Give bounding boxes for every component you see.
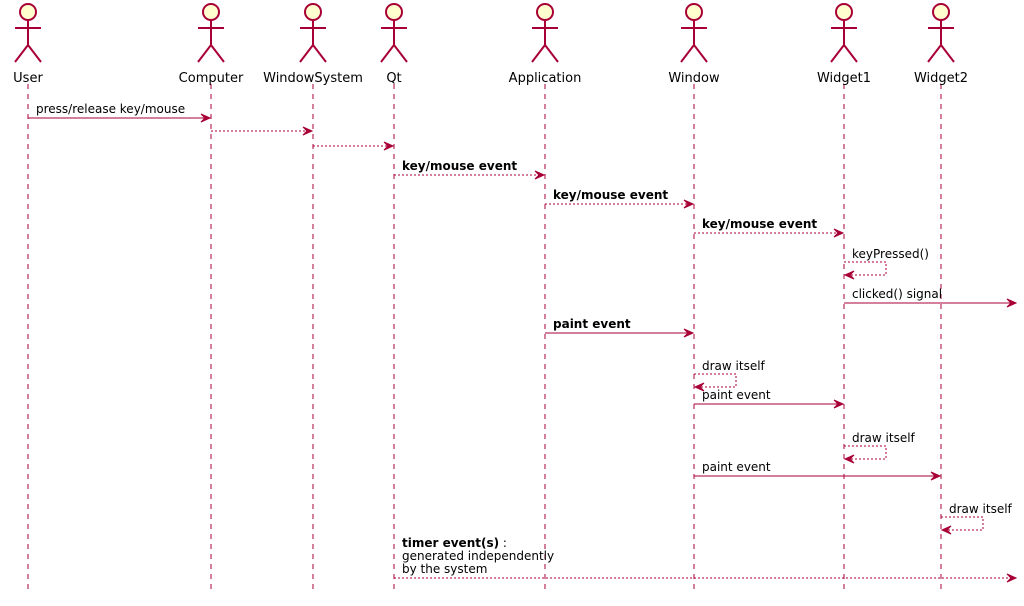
actor-widget2: Widget2 [914, 3, 968, 86]
actor-widget1: Widget1 [817, 3, 871, 86]
message-label: timer event(s) : [402, 536, 507, 550]
message-label: generated independently [402, 549, 554, 563]
message-label-text: key/mouse event [553, 188, 668, 202]
actor-figure-icon [927, 3, 955, 63]
message-label: key/mouse event [402, 159, 517, 173]
arrow-head-icon [200, 113, 212, 123]
message-label: key/mouse event [553, 188, 668, 202]
message-label: by the system [402, 562, 487, 576]
message-label: key/mouse event [702, 217, 817, 231]
message: paint event [694, 388, 845, 409]
arrow-head-icon [1006, 573, 1018, 583]
message-label-text: paint event [702, 388, 771, 402]
actor-qt: Qt [380, 3, 408, 86]
actor-figure-icon [380, 3, 408, 63]
message-line [694, 373, 737, 388]
actor-label: Window [668, 71, 720, 86]
actors: User Computer WindowSystem Qt Application Win… [13, 3, 968, 86]
arrow-head-icon [302, 126, 314, 136]
message: draw itself [940, 502, 1013, 535]
message-label-text: press/release key/mouse [36, 102, 185, 116]
actor-figure-icon [830, 3, 858, 63]
message: press/release key/mouse [28, 102, 212, 123]
message [211, 126, 314, 136]
actor-figure-icon [299, 3, 327, 63]
message-label: press/release key/mouse [36, 102, 185, 116]
message: key/mouse event [394, 159, 546, 180]
message-label-text: generated independently [402, 549, 554, 563]
message-label: keyPressed() [852, 247, 929, 261]
message: timer event(s) :generated independentlyb… [394, 536, 1018, 583]
arrow-head-icon [683, 328, 695, 338]
message-label: draw itself [949, 502, 1013, 516]
arrow-head-icon [940, 525, 952, 535]
message: key/mouse event [694, 217, 845, 238]
message: keyPressed() [843, 247, 929, 280]
message: clicked() signal [844, 287, 1018, 308]
message-line [941, 516, 984, 531]
message-label-text: paint event [553, 317, 631, 331]
arrow-head-icon [843, 270, 855, 280]
arrow-head-icon [1006, 298, 1018, 308]
arrow-head-icon [843, 454, 855, 464]
arrow-head-icon [534, 170, 546, 180]
actor-window: Window [668, 3, 720, 86]
actor-label: Application [509, 71, 582, 86]
message: paint event [694, 460, 942, 481]
message [313, 141, 395, 151]
message-label-suffix: : [499, 536, 507, 550]
actor-label: WindowSystem [263, 71, 363, 86]
message-label: paint event [553, 317, 631, 331]
message-label: paint event [702, 388, 771, 402]
arrow-head-icon [833, 399, 845, 409]
message-label-text: timer event(s) [402, 536, 499, 550]
actor-application: Application [509, 3, 582, 86]
actor-figure-icon [14, 3, 42, 63]
arrow-head-icon [693, 382, 705, 392]
lifelines [27, 84, 942, 594]
messages: press/release key/mouse key/mouse event ke… [28, 102, 1018, 583]
actor-figure-icon [531, 3, 559, 63]
actor-label: Widget1 [817, 71, 871, 86]
actor-label: Widget2 [914, 71, 968, 86]
message: draw itself [693, 359, 766, 392]
arrow-head-icon [833, 228, 845, 238]
message-line [844, 261, 887, 276]
actor-windowsystem: WindowSystem [263, 3, 363, 86]
arrow-head-icon [683, 199, 695, 209]
message-label: paint event [702, 460, 771, 474]
actor-figure-icon [680, 3, 708, 63]
message-label-text: clicked() signal [852, 287, 942, 301]
message-label: draw itself [702, 359, 766, 373]
message: key/mouse event [545, 188, 695, 209]
actor-computer: Computer [179, 3, 244, 86]
actor-label: User [13, 71, 43, 86]
message-label: clicked() signal [852, 287, 942, 301]
message-label-text: key/mouse event [402, 159, 517, 173]
actor-label: Qt [386, 71, 401, 86]
message-label: draw itself [852, 431, 916, 445]
actor-user: User [13, 3, 43, 86]
arrow-head-icon [930, 471, 942, 481]
message-label-text: paint event [702, 460, 771, 474]
message: paint event [545, 317, 695, 338]
message: draw itself [843, 431, 916, 464]
actor-figure-icon [197, 3, 225, 63]
message-label-text: key/mouse event [702, 217, 817, 231]
message-label-text: by the system [402, 562, 487, 576]
message-line [844, 445, 887, 460]
actor-label: Computer [179, 71, 244, 86]
arrow-head-icon [383, 141, 395, 151]
